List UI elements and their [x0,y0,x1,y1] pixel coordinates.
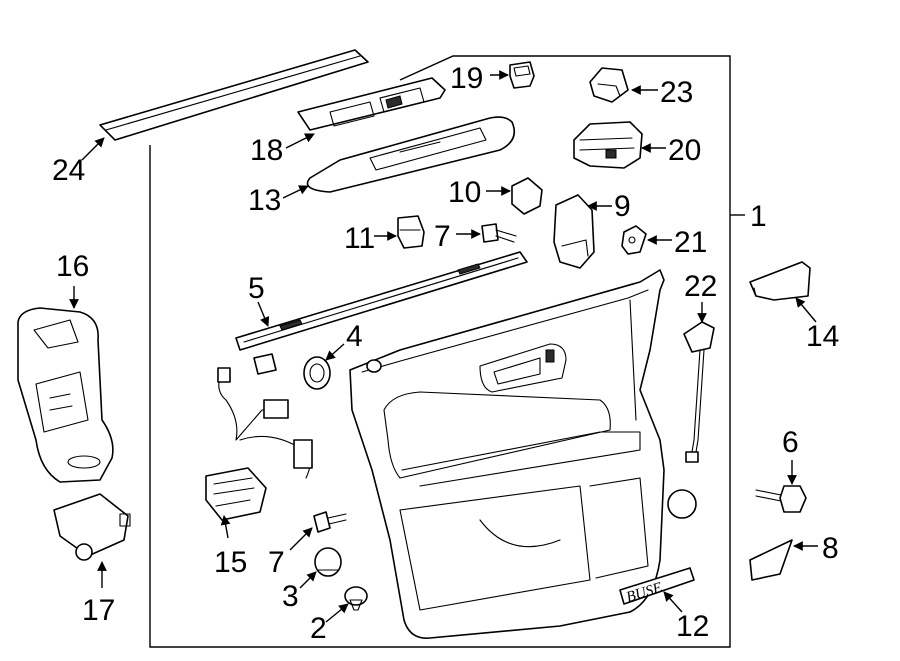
door-latch-part [205,367,313,521]
callout-20: 20 [668,134,701,167]
callout-8: 8 [822,532,839,565]
leader-lines [69,70,818,623]
callout-10: 10 [448,176,481,209]
callout-12: 12 [676,610,709,643]
callout-7-top: 7 [434,220,451,253]
pocket-trim-part [749,261,811,301]
callout-23: 23 [660,76,693,109]
callout-11: 11 [344,222,375,255]
callout-2: 2 [310,612,327,645]
push-clip-3-part [314,547,342,577]
window-switch-part [573,121,643,169]
push-pin-2-part [344,586,368,611]
assembly-frame [149,55,731,648]
armrest-trim-part [306,116,516,193]
bolt-6-part [755,485,807,513]
callout-9: 9 [614,190,631,223]
sound-shield-part [17,307,114,483]
callout-24: 24 [52,154,85,187]
belt-molding-part [99,49,369,141]
callout-21: 21 [674,226,707,259]
bracket-9-part [553,194,595,269]
door-trim-panel-part [349,269,697,639]
callout-4: 4 [346,320,363,353]
plug-4-part [303,356,331,390]
callout-14: 14 [806,320,839,353]
cover-8-part [749,539,793,581]
clip-21-part [621,225,647,255]
switch-23-part [589,67,629,103]
callout-13: 13 [248,184,281,217]
small-switch-part [509,61,535,89]
switch-11-part [397,215,425,249]
module-17-part [53,493,131,561]
callout-7-bottom: 7 [268,546,285,579]
clip-10-part [511,177,543,215]
callout-5: 5 [248,272,265,305]
check-strap-part [683,321,715,463]
switch-bezel-part [297,77,446,131]
screw-7-bottom-part [313,511,347,533]
callout-19: 19 [450,62,483,95]
callout-6: 6 [782,426,799,459]
callout-15: 15 [214,546,247,579]
callout-22: 22 [684,270,717,303]
inner-belt-strip-part [235,251,528,351]
screw-7-top-part [481,223,517,243]
callout-labels: 1 2 3 4 5 6 7 7 8 9 10 11 12 13 14 15 16… [52,62,839,645]
callout-17: 17 [82,594,115,627]
callout-3: 3 [282,580,299,613]
callout-18: 18 [250,134,283,167]
callout-16: 16 [56,250,89,283]
callout-1: 1 [750,200,767,233]
retainer-clip-part [253,353,277,375]
